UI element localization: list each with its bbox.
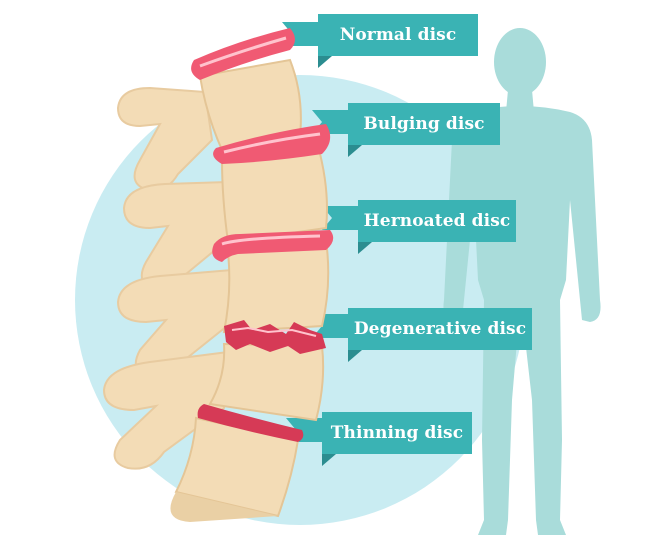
label-normal-disc: Normal disc [339,25,457,45]
disc-normal [191,28,295,80]
banner-folds [318,56,372,466]
label-thinning-disc: Thinning disc [330,423,464,443]
spine-illustration-icon [102,28,334,522]
label-herniated-disc: Hernoated disc [363,211,511,231]
disc-herniated [212,230,334,262]
label-bulging-disc: Bulging disc [363,114,485,134]
disc-degenerative [224,320,326,354]
banner-boxes [318,14,532,454]
label-degenerative-disc: Degenerative disc [353,319,527,339]
disc-thinning [197,404,304,442]
disc-bulging [213,124,331,164]
